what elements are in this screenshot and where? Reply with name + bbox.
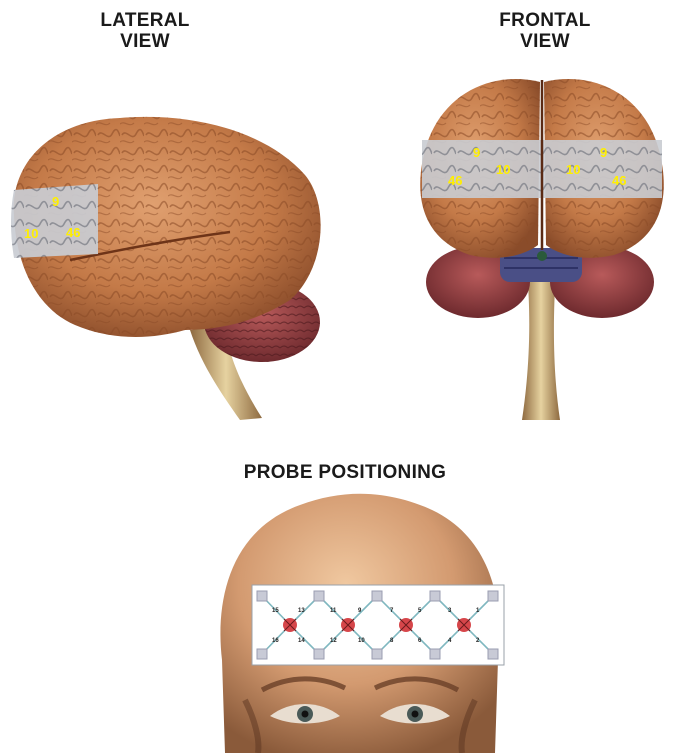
frontal-area-10-left-label: 10 [496,162,510,177]
frontal-area-9-left-label: 9 [473,145,480,160]
lateral-area-10-label: 10 [24,226,38,241]
probe-channel-15: 15 [272,608,279,614]
probe-channel-13: 13 [298,608,305,614]
probe-channel-11: 11 [330,608,337,614]
frontal-area-46-left-label: 46 [448,173,462,188]
nirs-probe-pad: 15 13 11 9 7 5 3 1 16 14 12 10 8 6 4 2 [252,585,504,665]
probe-channel-10: 10 [358,638,365,644]
probe-channel-16: 16 [272,638,279,644]
lateral-brain [11,117,321,420]
probe-channel-14: 14 [298,638,305,644]
frontal-area-10-right-label: 10 [566,162,580,177]
probe-channel-12: 12 [330,638,337,644]
lateral-area-9-label: 9 [52,194,59,209]
frontal-brain [420,79,664,420]
frontal-area-46-right-label: 46 [612,173,626,188]
frontal-area-9-right-label: 9 [600,145,607,160]
lateral-area-46-label: 46 [66,225,80,240]
